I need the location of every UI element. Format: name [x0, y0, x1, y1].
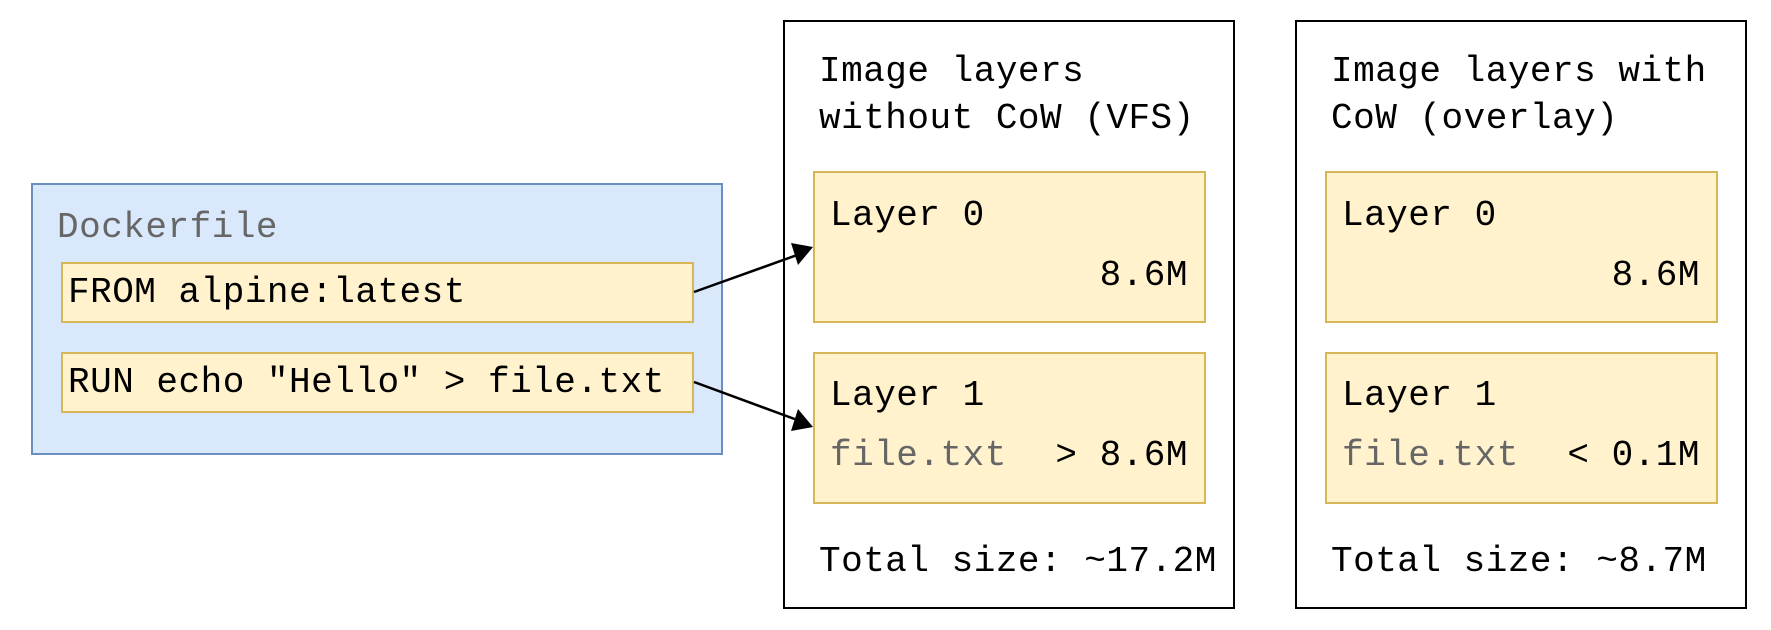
layer-size: 8.6M	[1611, 255, 1700, 296]
dockerfile-instruction-run: RUN echo "Hello" > file.txt	[61, 352, 694, 413]
layer-box-overlay-0	[1325, 171, 1718, 323]
total-size-vfs: Total size: ~17.2M	[819, 541, 1217, 582]
layer-box-vfs-1	[813, 352, 1206, 504]
layer-name: Layer 0	[1342, 195, 1497, 236]
dockerfile-title: Dockerfile	[57, 207, 279, 248]
panel-without-cow-title: Image layers without CoW (VFS)	[819, 51, 1195, 139]
layer-box-vfs-0	[813, 171, 1206, 323]
layer-box-overlay-1	[1325, 352, 1718, 504]
layer-size: > 8.6M	[1055, 435, 1188, 476]
layer-name: Layer 1	[830, 375, 985, 416]
layer-size: 8.6M	[1099, 255, 1188, 296]
dockerfile-instruction-from: FROM alpine:latest	[61, 262, 694, 323]
panel-with-cow-title: Image layers with CoW (overlay)	[1331, 51, 1707, 139]
total-size-overlay: Total size: ~8.7M	[1331, 541, 1707, 582]
layer-file: file.txt	[1342, 435, 1519, 476]
layer-name: Layer 0	[830, 195, 985, 236]
layer-size: < 0.1M	[1567, 435, 1700, 476]
layer-name: Layer 1	[1342, 375, 1497, 416]
layer-file: file.txt	[830, 435, 1007, 476]
